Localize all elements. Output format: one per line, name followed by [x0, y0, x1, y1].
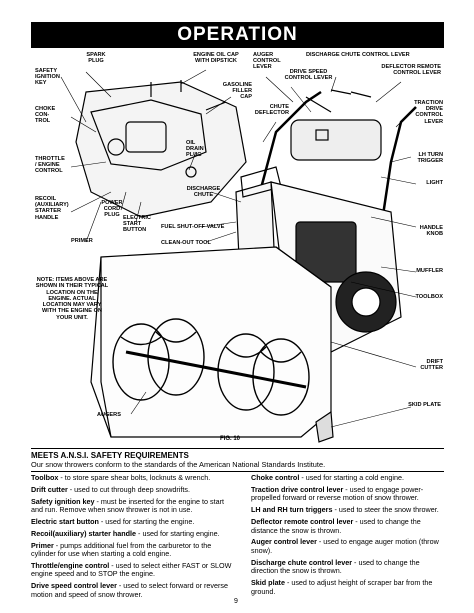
divider-top — [31, 448, 444, 449]
label-augers: AUGERS — [97, 412, 121, 418]
requirements-right-column: Choke control - used for starting a cold… — [251, 473, 444, 599]
definition-item: Electric start button - used for startin… — [31, 516, 236, 527]
label-clean-out-tool: CLEAN-OUT TOOL — [161, 240, 211, 246]
page-title: OPERATION — [31, 22, 444, 48]
definition-term: Safety ignition key — [31, 496, 95, 506]
label-auger-control-lever: AUGER CONTROL LEVER — [253, 52, 281, 71]
definition-item: Traction drive control lever - used to e… — [251, 484, 444, 503]
definition-term: LH and RH turn triggers — [251, 505, 333, 515]
definition-desc: - used to engage power-propelled forward… — [251, 484, 424, 503]
definition-desc: - used to change the direction the snow … — [251, 557, 420, 576]
definition-term: Choke control — [251, 473, 300, 482]
label-traction-drive-control-lever: TRACTION DRIVE CONTROL LEVER — [414, 100, 443, 125]
definition-term: Skid plate — [251, 578, 285, 588]
label-primer: PRIMER — [71, 238, 93, 244]
label-engine-oil-cap: ENGINE OIL CAP WITH DIPSTICK — [193, 52, 239, 65]
definition-desc: - used for starting engine. — [136, 528, 220, 538]
figure-note: NOTE: ITEMS ABOVE ARE SHOWN IN THEIR TYP… — [35, 277, 109, 321]
definition-desc: - used to adjust height of scraper bar f… — [251, 578, 433, 596]
definition-desc: - used to engage auger motion (throw sno… — [251, 537, 439, 555]
definition-item: Discharge chute control lever - used to … — [251, 557, 444, 576]
label-lh-turn-trigger: LH TURN TRIGGER — [417, 152, 443, 165]
definition-term: Throttle/engine control — [31, 560, 110, 570]
label-fuel-shutoff-valve: FUEL SHUT-OFF VALVE — [161, 224, 225, 230]
definition-desc: - used to change the distance the snow i… — [251, 516, 421, 535]
page-number: 9 — [234, 598, 238, 605]
definition-desc: - used for starting the engine. — [98, 516, 195, 526]
definition-desc: - used to cut through deep snowdrifts. — [67, 484, 191, 494]
label-spark-plug: SPARK PLUG — [86, 52, 106, 65]
definition-item: Auger control lever - used to engage aug… — [251, 538, 444, 555]
definition-item: Primer - pumps additional fuel from the … — [31, 540, 236, 559]
label-recoil-starter-handle: RECOIL (AUXILIARY) STARTER HANDLE — [35, 196, 69, 221]
label-handle-knob: HANDLE KNOB — [419, 225, 443, 238]
label-muffler: MUFFLER — [416, 268, 443, 274]
definition-term: Auger control lever — [251, 537, 317, 547]
definition-item: Deflector remote control lever - used to… — [251, 516, 444, 535]
label-skid-plate: SKID PLATE — [408, 402, 441, 408]
label-discharge-chute: DISCHARGE CHUTE — [186, 186, 221, 199]
requirements-title: MEETS A.N.S.I. SAFETY REQUIREMENTS — [31, 451, 189, 460]
label-gasoline-filler-cap: GASOLINE FILLER CAP — [222, 82, 252, 101]
definition-term: Drift cutter — [31, 484, 68, 494]
label-oil-drain-plug: OIL DRAIN PLUG — [186, 140, 204, 159]
snow-thrower-illustration — [60, 69, 417, 443]
label-toolbox: TOOLBOX — [415, 294, 443, 300]
label-power-cord-plug: POWER CORD PLUG — [101, 200, 123, 219]
definition-desc: - used to select either FAST or SLOW eng… — [31, 560, 232, 579]
snow-thrower-figure: SPARK PLUG ENGINE OIL CAP WITH DIPSTICK … — [31, 52, 444, 447]
requirements-left-column: Toolbox - to store spare shear bolts, lo… — [31, 473, 236, 603]
definition-term: Primer — [31, 540, 54, 550]
definition-term: Toolbox — [31, 473, 59, 482]
label-chute-deflector: CHUTE DEFLECTOR — [254, 104, 289, 117]
definition-item: Safety ignition key - must be inserted f… — [31, 496, 236, 515]
definition-desc: - to store spare shear bolts, locknuts &… — [58, 473, 211, 482]
definition-item: Drift cutter - used to cut through deep … — [31, 484, 236, 495]
definition-desc: - must be inserted for the engine to sta… — [31, 496, 224, 515]
definition-term: Traction drive control lever — [251, 484, 344, 494]
definition-item: Toolbox - to store spare shear bolts, lo… — [31, 473, 236, 483]
label-drive-speed-control-lever: DRIVE SPEED CONTROL LEVER — [284, 69, 333, 82]
divider-bottom — [31, 471, 444, 472]
definition-item: LH and RH turn triggers - used to steer … — [251, 505, 444, 515]
definition-term: Deflector remote control lever — [251, 516, 354, 526]
definition-item: Drive speed control lever - used to sele… — [31, 581, 236, 599]
definition-desc: - pumps additional fuel from the carbure… — [31, 540, 212, 559]
definition-item: Choke control - used for starting a cold… — [251, 473, 444, 483]
definition-term: Electric start button — [31, 516, 99, 526]
definition-term: Recoil(auxiliary) starter handle — [31, 528, 137, 538]
figure-caption: FIG. 10 — [220, 436, 241, 442]
definition-item: Skid plate - used to adjust height of sc… — [251, 578, 444, 596]
label-choke-control: CHOKE CON- TROL — [35, 106, 56, 125]
definition-term: Discharge chute control lever — [251, 557, 353, 567]
definition-desc: - used to steer the snow thrower. — [332, 505, 439, 515]
definition-item: Recoil(auxiliary) starter handle - used … — [31, 528, 236, 539]
label-discharge-chute-control-lever: DISCHARGE CHUTE CONTROL LEVER — [306, 52, 410, 58]
label-electric-start-button: ELECTRIC START BUTTON — [123, 215, 151, 234]
definition-desc: - used to select forward or reverse moti… — [31, 581, 228, 599]
label-light: LIGHT — [426, 180, 443, 186]
label-throttle-engine-control: THROTTLE / ENGINE CONTROL — [35, 156, 65, 175]
definition-desc: - used for starting a cold engine. — [299, 473, 405, 482]
requirements-subtitle: Our snow throwers conform to the standar… — [31, 460, 326, 469]
label-drift-cutter: DRIFT CUTTER — [420, 359, 443, 372]
definition-term: Drive speed control lever — [31, 581, 117, 591]
definition-item: Throttle/engine control - used to select… — [31, 560, 236, 579]
label-safety-ignition-key: SAFETY IGNITION KEY — [35, 68, 60, 87]
label-deflector-remote-control-lever: DEFLECTOR REMOTE CONTROL LEVER — [381, 64, 441, 77]
